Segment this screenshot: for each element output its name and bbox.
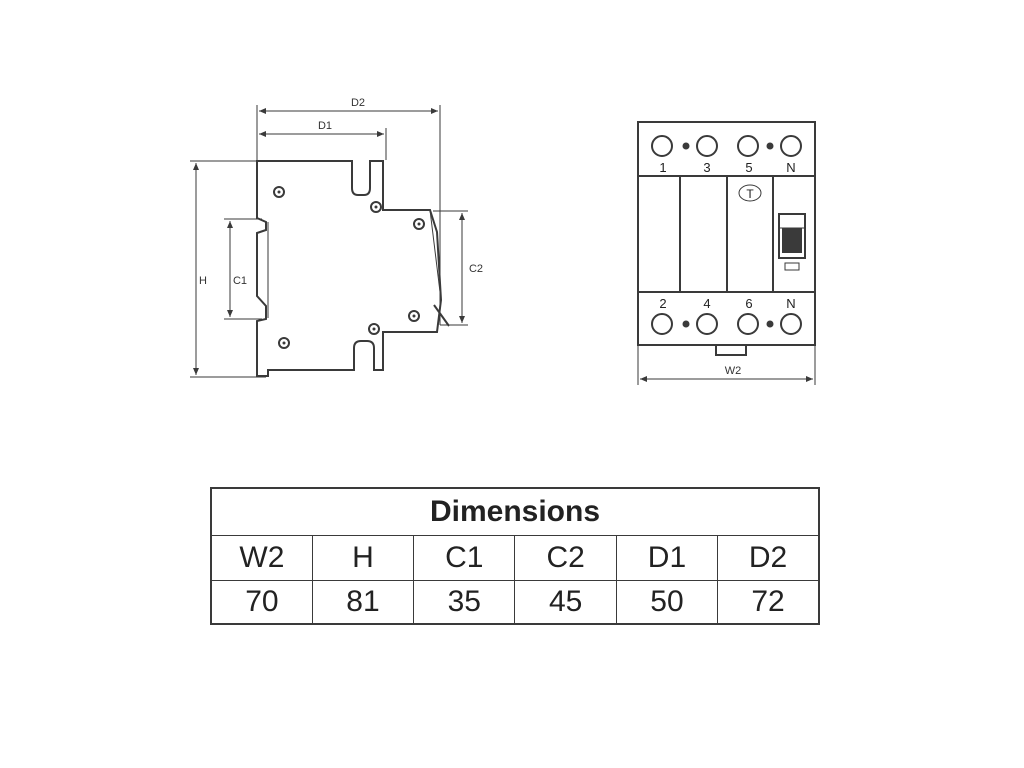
test-button-label: T [746, 187, 754, 201]
side-body-outline [256, 160, 443, 377]
terminal-label: 5 [745, 160, 752, 175]
table-title-row: Dimensions [210, 487, 820, 536]
table-value-cell: 81 [311, 580, 415, 625]
dimension-d1: D1 [259, 120, 387, 160]
label-d1: D1 [318, 120, 332, 132]
label-c1: C1 [233, 275, 247, 287]
table-value-cell: 50 [615, 580, 719, 625]
table-header-cell: C2 [514, 535, 617, 581]
dimensions-table: Dimensions W2 H C1 C2 D1 D2 70 81 35 45 … [210, 487, 820, 625]
dimension-w2: W2 [637, 346, 816, 385]
screw-icon [368, 323, 380, 335]
dimension-c1: C1 [224, 218, 262, 320]
terminal-label: 2 [659, 296, 666, 311]
screw-icon [273, 186, 285, 198]
test-button-icon: T [738, 184, 762, 202]
dimension-c2: C2 [433, 210, 483, 326]
label-h: H [199, 275, 207, 287]
screw-icons [273, 186, 425, 349]
bottom-terminal-screws [651, 313, 802, 335]
toggle-lever [433, 304, 450, 327]
table-row: 70 81 35 45 50 72 [210, 580, 820, 625]
terminal-label: 3 [703, 160, 710, 175]
front-body-outline [637, 121, 816, 346]
top-terminal-screws [651, 135, 802, 157]
label-d2: D2 [351, 97, 365, 109]
table-title: Dimensions [210, 487, 820, 536]
table-header-cell: W2 [210, 535, 313, 581]
table-header-cell: D1 [615, 535, 719, 581]
din-clip [715, 345, 747, 356]
table-header-row: W2 H C1 C2 D1 D2 [210, 535, 820, 581]
terminal-label: 4 [703, 296, 710, 311]
front-view: 1 3 5 N T 2 4 6 N [637, 121, 816, 385]
table-header-cell: H [311, 535, 415, 581]
screw-icon [278, 337, 290, 349]
label-c2: C2 [469, 263, 483, 275]
terminal-label: N [786, 160, 795, 175]
screw-icon [370, 201, 382, 213]
terminal-label: N [786, 296, 795, 311]
table-value-cell: 72 [717, 580, 820, 625]
bottom-terminal-labels: 2 4 6 N [659, 296, 795, 311]
screw-icon [408, 310, 420, 322]
top-terminal-labels: 1 3 5 N [659, 160, 795, 175]
screw-icon [413, 218, 425, 230]
table-value-cell: 70 [210, 580, 313, 625]
terminal-label: 1 [659, 160, 666, 175]
table-value-cell: 35 [413, 580, 516, 625]
table-header-cell: C1 [413, 535, 516, 581]
table-value-cell: 45 [514, 580, 617, 625]
table-header-cell: D2 [717, 535, 820, 581]
label-w2: W2 [725, 365, 742, 377]
terminal-label: 6 [745, 296, 752, 311]
toggle-switch-icon [778, 213, 806, 271]
side-view: D2 D1 H C1 C2 [190, 97, 483, 378]
dimension-h: H [190, 160, 266, 378]
